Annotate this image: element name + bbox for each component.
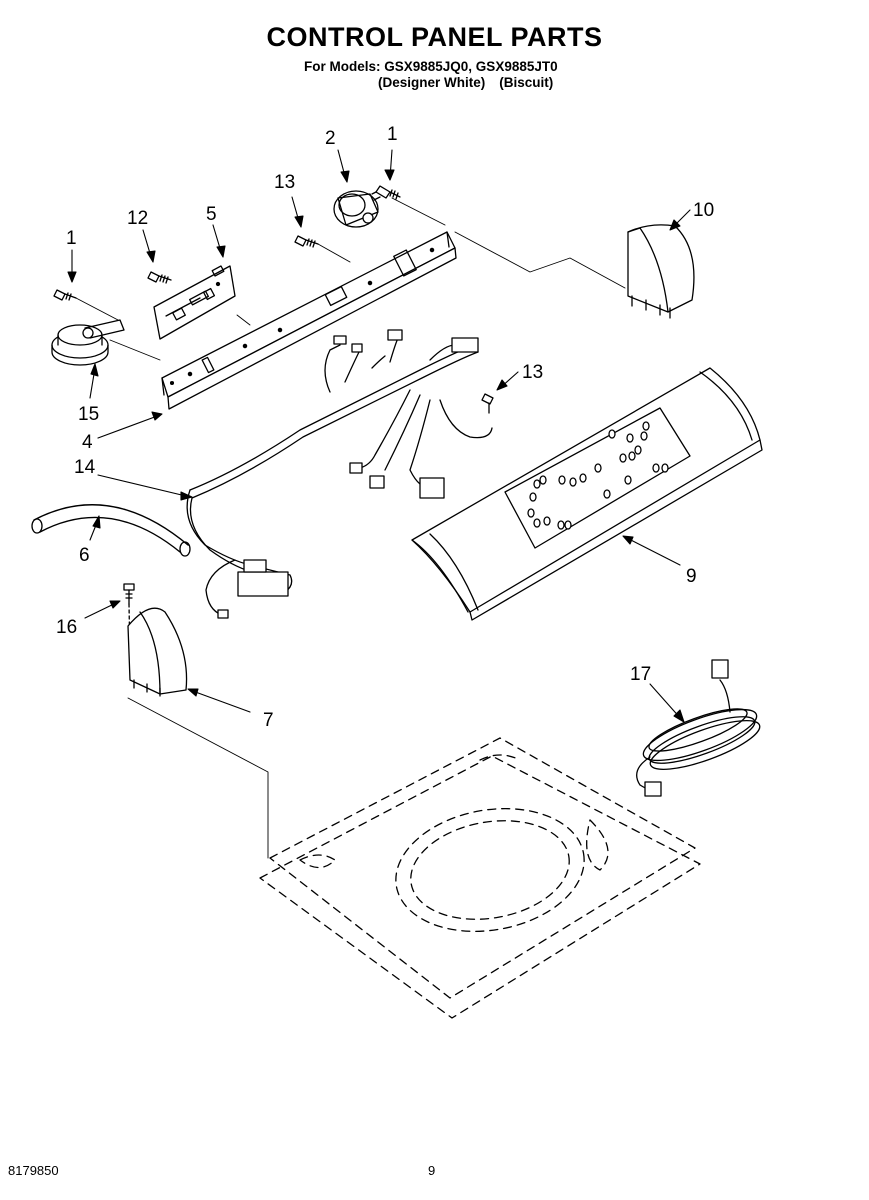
screw-13-right (481, 393, 494, 414)
callout-10: 10 (693, 200, 714, 221)
selector-switch (333, 190, 381, 228)
document-number: 8179850 (8, 1163, 59, 1178)
right-end-cap (627, 224, 695, 319)
callout-6: 6 (79, 545, 90, 566)
callout-5: 5 (206, 204, 217, 225)
callout-15: 15 (78, 404, 99, 425)
console-panel (411, 367, 763, 621)
hose (31, 504, 191, 557)
color-label-designer-white: (Designer White) (378, 75, 486, 90)
screw-16 (123, 583, 135, 661)
callout-12: 12 (127, 208, 148, 229)
screw-1-top (375, 185, 401, 200)
callout-1-top: 1 (387, 124, 398, 145)
callout-4: 4 (82, 432, 93, 453)
page-number: 9 (428, 1163, 436, 1178)
callout-14: 14 (74, 457, 96, 478)
color-line: (Designer White) (Biscuit) (378, 75, 553, 90)
left-end-cap (127, 607, 188, 697)
power-cord (636, 659, 761, 797)
circuit-board (153, 265, 236, 340)
callout-arrows (67, 149, 691, 723)
control-panel-bracket (161, 231, 457, 410)
models-line: For Models: GSX9885JQ0, GSX9885JT0 (304, 59, 558, 74)
callout-17: 17 (630, 664, 651, 685)
callout-1-left: 1 (66, 228, 77, 249)
callout-2: 2 (325, 128, 336, 149)
screw-13-top (294, 235, 319, 248)
pressure-switch (51, 319, 125, 366)
callout-9: 9 (686, 566, 697, 587)
wire-harness (186, 329, 493, 619)
color-label-biscuit: (Biscuit) (499, 75, 554, 90)
callout-7: 7 (263, 710, 274, 731)
callout-13-top: 13 (274, 172, 295, 193)
washer-top-outline (259, 737, 701, 1019)
screw-12 (147, 271, 172, 284)
callout-13-right: 13 (522, 362, 543, 383)
alignment-lines (75, 197, 626, 859)
screw-1-left (53, 289, 77, 301)
callout-16: 16 (56, 617, 77, 638)
page-title: CONTROL PANEL PARTS (266, 22, 603, 52)
